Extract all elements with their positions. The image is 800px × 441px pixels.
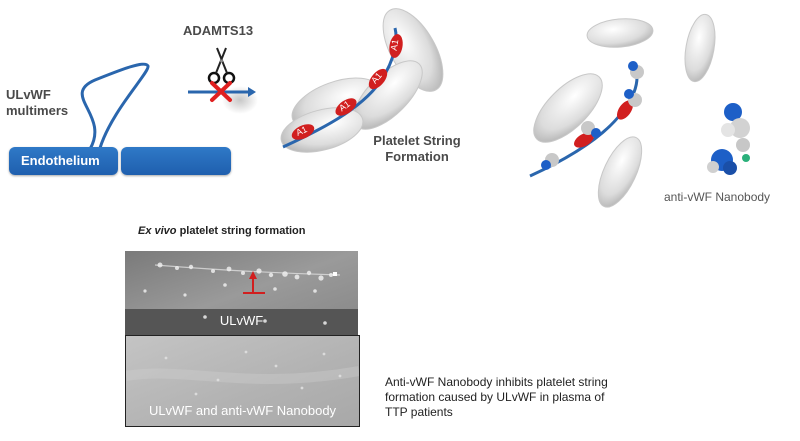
nanobody-label: anti-vWF Nanobody <box>664 190 771 204</box>
ulvwf-label-line2: multimers <box>6 103 69 118</box>
nanobody-cluster-icon <box>541 61 644 170</box>
ulvwf-strand <box>80 62 150 151</box>
ex-vivo-title: Ex vivo platelet string formation <box>138 225 306 237</box>
platelet-string-label-line2: Formation <box>385 149 449 164</box>
micrograph-ulvwf: ULvWF <box>125 251 358 335</box>
ex-vivo-title-italic: Ex vivo <box>138 225 177 237</box>
nanobody-diagram <box>529 13 750 208</box>
conclusion-caption-line3: TTP patients <box>385 405 453 419</box>
conclusion-caption-line1: Anti-vWF Nanobody inhibits platelet stri… <box>385 375 608 389</box>
micrograph-ulvwf-nanobody: ULvWF and anti-vWF Nanobody <box>125 335 360 427</box>
ex-vivo-title-rest: platelet string formation <box>176 225 306 237</box>
nanobody-molecule-icon <box>707 103 750 175</box>
conclusion-caption: Anti-vWF Nanobody inhibits platelet stri… <box>385 375 608 420</box>
micrograph-ulvwf-caption: ULvWF <box>219 313 264 328</box>
top-diagram <box>80 8 750 208</box>
red-measure-marker <box>243 271 265 294</box>
platelet-string-label-line1: Platelet String <box>373 133 461 148</box>
endothelium-block: Endothelium <box>9 147 118 175</box>
ulvwf-label: ULvWF multimers <box>6 87 68 119</box>
micrograph-ulvwf-image <box>125 251 358 335</box>
platelet-string-diagram <box>280 8 444 153</box>
ulvwf-label-line1: ULvWF <box>6 87 51 102</box>
micrograph-ulvwf-nanobody-caption: ULvWF and anti-vWF Nanobody <box>148 403 337 418</box>
scissors-icon <box>207 47 236 85</box>
adamts13-label: ADAMTS13 <box>183 23 254 38</box>
adamts13-cleavage <box>188 47 258 114</box>
scattered-dots <box>164 350 342 396</box>
platelet-dots <box>143 262 333 325</box>
cross-icon <box>210 81 232 102</box>
platelet-string-label: Platelet String Formation <box>366 133 468 165</box>
micrograph-ulvwf-nanobody-image <box>125 336 360 426</box>
conclusion-caption-line2: formation caused by ULvWF in plasma of <box>385 390 605 404</box>
endothelium-label: Endothelium <box>21 153 100 168</box>
endothelium-block-2 <box>121 147 231 175</box>
